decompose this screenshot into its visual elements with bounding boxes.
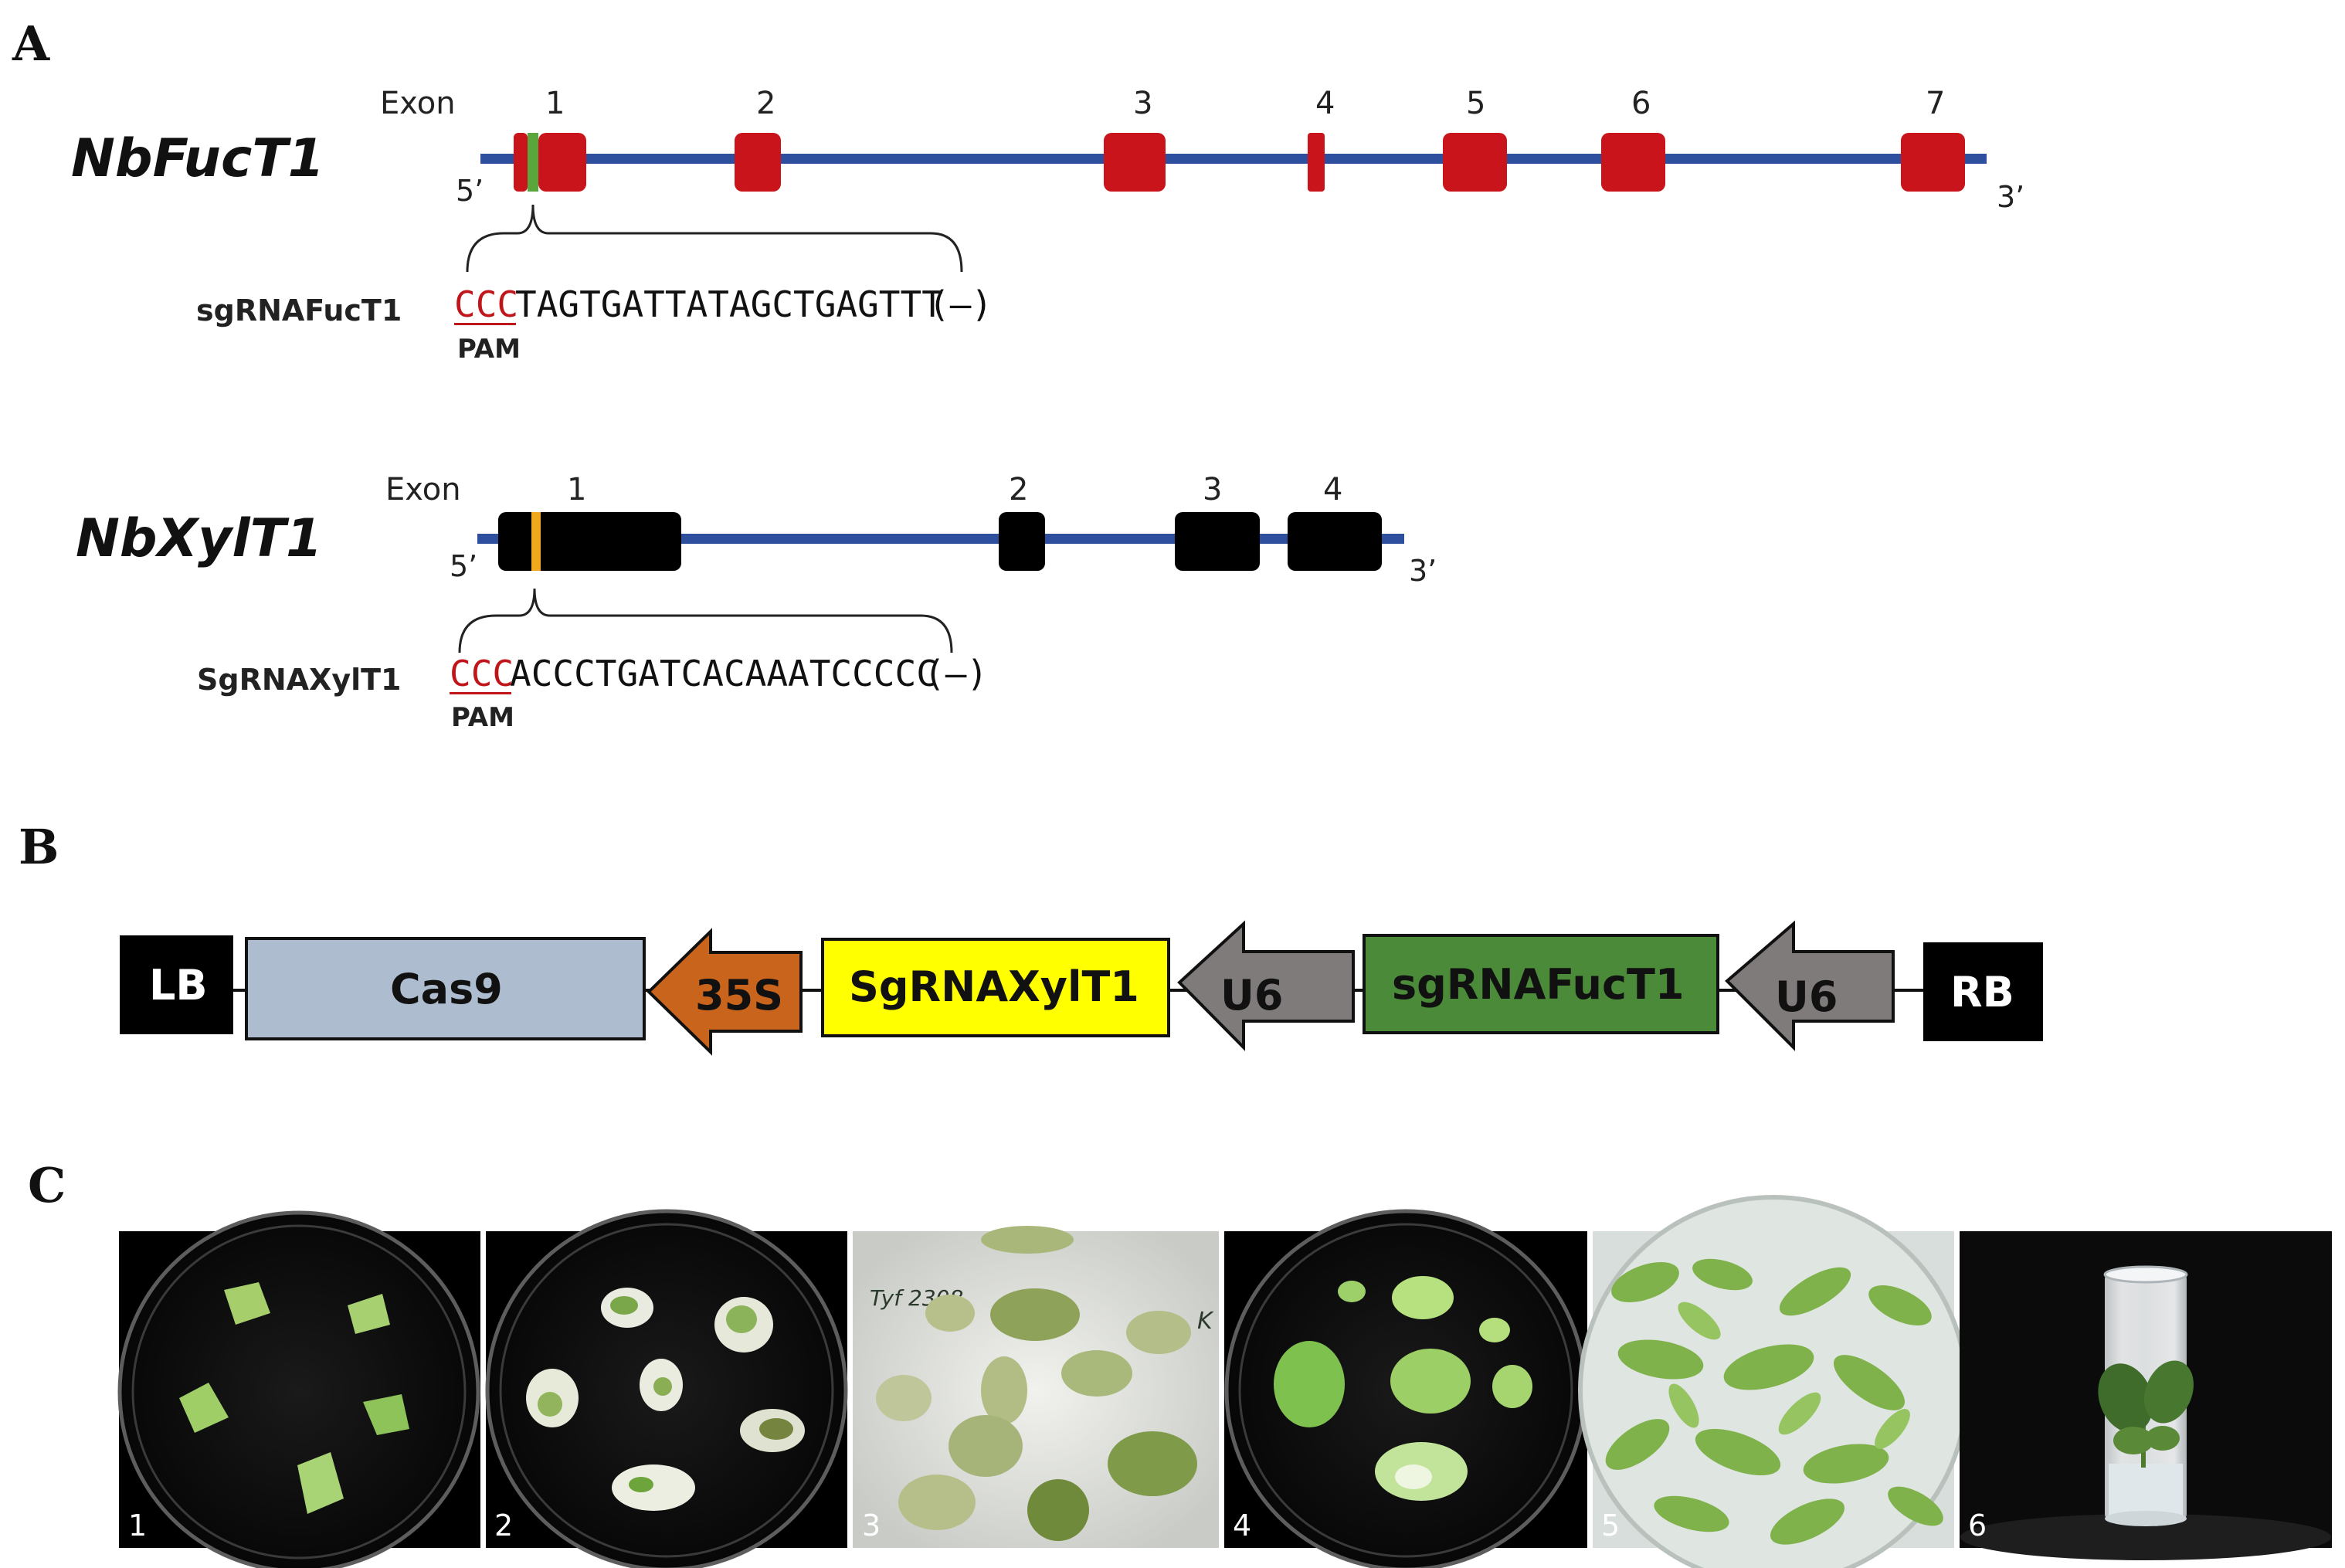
35s-label: 35S	[695, 971, 783, 1020]
gene-nbfuct1: NbFucT1 Exon 1 2 3 4 5 6 7 5’ 3’ sgRNAFu…	[71, 86, 2024, 365]
panel-c-letter: C	[28, 1157, 66, 1213]
gene-backbone	[480, 154, 1987, 164]
strand-label: (–)	[924, 653, 988, 694]
exon-number: 7	[1926, 86, 1945, 121]
plate-mark: K	[1197, 1308, 1214, 1335]
gene-name: NbXylT1	[76, 508, 322, 569]
sgrna-fuct1-label: sgRNAFucT1	[1392, 960, 1684, 1009]
five-prime-label: 5’	[456, 174, 484, 208]
exon-number: 1	[545, 86, 565, 121]
exon-2	[735, 133, 781, 192]
cas9-box	[245, 937, 646, 1040]
gene-name: NbFucT1	[71, 128, 324, 189]
target-sequence: ACCCTGATCACAAATCCCCC	[510, 653, 938, 694]
photo-number: 6	[1968, 1509, 1987, 1543]
exon-number: 4	[1315, 86, 1335, 121]
photo-6-plantlet-in-vial: 6	[1960, 1231, 2332, 1560]
pam-sequence: CCC	[450, 653, 514, 694]
pam-label: PAM	[457, 334, 521, 365]
photo-1-explants-on-plate: 1	[117, 1210, 480, 1568]
three-prime-label: 3’	[1997, 180, 2024, 214]
sgrna-name: sgRNAFucT1	[196, 294, 402, 328]
target-site-marker	[528, 133, 538, 192]
photo-number: 1	[128, 1509, 147, 1543]
exon-7	[1901, 133, 1965, 192]
gene-backbone	[477, 534, 1404, 544]
35s-promoter-arrow	[646, 928, 803, 1056]
u6-promoter-arrow	[1725, 920, 1895, 1051]
strand-label: (–)	[928, 283, 993, 325]
exon-5	[1443, 133, 1507, 192]
pam-sequence: CCC	[454, 283, 518, 325]
exon-4	[1308, 133, 1325, 192]
exon-3	[1175, 512, 1260, 571]
panel-a-letter: A	[12, 15, 50, 72]
photo-5-regenerated-shoots: 5	[1578, 1195, 1969, 1568]
three-prime-label: 3’	[1409, 554, 1437, 588]
exon-number: 4	[1323, 472, 1342, 507]
cas9-label: Cas9	[390, 965, 503, 1013]
exon-3	[1104, 133, 1166, 192]
pam-underline	[454, 323, 516, 325]
u6-label: U6	[1775, 972, 1838, 1021]
rb-label: RB	[1950, 968, 2014, 1016]
target-brace	[466, 204, 963, 273]
t-dna-construct: LB Cas9 35S SgRNAXylT1 U6 sgRNAFucT1 U6 …	[120, 920, 2043, 1056]
photo-number: 4	[1233, 1509, 1251, 1543]
photo-2-callus-on-plate: 2	[485, 1209, 848, 1568]
rb-box	[1923, 942, 2043, 1041]
lb-box	[120, 935, 233, 1034]
panel-b-letter: B	[19, 819, 59, 875]
exon-4	[1288, 512, 1382, 571]
sgrna-xylt1-label: SgRNAXylT1	[849, 962, 1139, 1011]
exon-label: Exon	[385, 472, 461, 507]
exon-number: 2	[756, 86, 775, 121]
photo-4-shoot-regeneration: 4	[1224, 1209, 1587, 1568]
pam-underline	[450, 692, 511, 694]
exon-label: Exon	[380, 86, 456, 121]
target-sequence: TAGTGATTATAGCTGAGTTT	[515, 283, 943, 325]
photo-3-callus-shoots: Tyf 2308 K 3	[853, 1226, 1219, 1548]
exon-number: 1	[567, 472, 586, 507]
photo-number: 2	[494, 1509, 513, 1543]
exon-1	[538, 133, 586, 192]
u6-promoter-arrow	[1177, 920, 1355, 1051]
pam-label: PAM	[451, 702, 514, 733]
photo-number: 3	[862, 1509, 881, 1543]
exon-number: 2	[1009, 472, 1028, 507]
exon-2	[999, 512, 1045, 571]
u6-label: U6	[1220, 971, 1283, 1020]
exon-number: 3	[1203, 472, 1222, 507]
target-site-marker	[531, 512, 541, 571]
exon-number: 3	[1133, 86, 1152, 121]
photo-number: 5	[1601, 1509, 1620, 1543]
lb-label: LB	[149, 961, 208, 1010]
sgrna-xylt1-box	[821, 938, 1170, 1037]
five-prime-label: 5’	[450, 549, 477, 583]
exon-6	[1601, 133, 1665, 192]
exon-1-left	[514, 133, 528, 192]
sgrna-name: SgRNAXylT1	[197, 663, 402, 697]
exon-1	[498, 512, 681, 571]
exon-number: 5	[1466, 86, 1485, 121]
gene-nbxylt1: NbXylT1 Exon 1 2 3 4 5’ 3’ SgRNAXylT1 CC…	[76, 472, 1437, 733]
exon-number: 6	[1631, 86, 1651, 121]
sgrna-fuct1-box	[1363, 934, 1719, 1034]
target-brace	[458, 588, 953, 653]
